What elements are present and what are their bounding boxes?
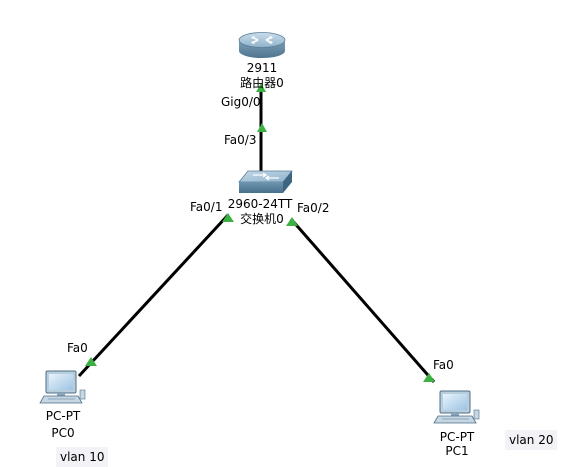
switch-uplink-port-label: Fa0/3 xyxy=(224,133,257,147)
pc1-name: PC1 xyxy=(445,444,469,458)
pc0-name: PC0 xyxy=(51,426,75,440)
link-switch-pc1[interactable] xyxy=(289,218,436,383)
router-port-label: Gig0/0 xyxy=(221,95,261,109)
router-icon[interactable] xyxy=(238,32,286,59)
link-status-switch-fa03 xyxy=(257,123,267,132)
link-status-switch-fa02 xyxy=(286,217,298,226)
switch-port2-label: Fa0/2 xyxy=(297,201,330,215)
switch-model: 2960-24TT xyxy=(227,197,293,211)
router-model: 2911 xyxy=(246,61,278,75)
pc-icon[interactable] xyxy=(433,390,480,424)
pc0-vlan-note[interactable]: vlan 10 xyxy=(56,447,109,467)
link-switch-pc0[interactable] xyxy=(77,213,230,378)
link-status-pc1 xyxy=(423,373,435,382)
switch-name: 交换机0 xyxy=(240,212,284,226)
pc1-port-label: Fa0 xyxy=(433,358,454,372)
switch-icon[interactable] xyxy=(238,170,293,193)
pc1-model: PC-PT xyxy=(439,430,475,444)
pc1-vlan-note[interactable]: vlan 20 xyxy=(505,430,558,450)
router-name: 路由器0 xyxy=(240,76,284,90)
pc-icon[interactable] xyxy=(39,370,86,404)
link-status-router xyxy=(256,83,266,92)
link-status-switch-fa01 xyxy=(222,213,234,222)
pc0-port-label: Fa0 xyxy=(67,341,88,355)
switch-port1-label: Fa0/1 xyxy=(190,200,223,214)
link-status-pc0 xyxy=(85,357,97,366)
pc0-model: PC-PT xyxy=(45,409,81,423)
